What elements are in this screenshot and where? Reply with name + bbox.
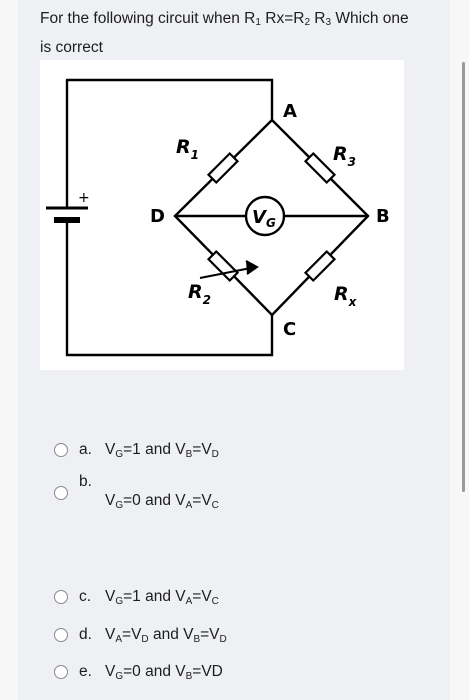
option-letter: e. xyxy=(79,663,92,680)
node-label-b: B xyxy=(376,206,390,227)
resistor-rx xyxy=(303,249,337,283)
svg-text:Rx: Rx xyxy=(334,283,358,309)
option-d[interactable]: d. VA=VD and VB=VD xyxy=(40,623,227,647)
radio-button-d[interactable] xyxy=(54,628,68,642)
scrollbar[interactable] xyxy=(462,62,465,492)
r2-label: R xyxy=(188,281,203,303)
option-a[interactable]: a. VG=1 and VB=VD xyxy=(40,438,219,462)
option-c[interactable]: c. VG=1 and VA=VC xyxy=(40,585,219,609)
radio-button-b[interactable] xyxy=(54,486,68,500)
circuit-figure: + VG A B C D R1 R3 R2 Rx xyxy=(40,60,404,370)
r2-subscript: 2 xyxy=(203,293,211,307)
option-b[interactable]: b. VG=0 and VA=VC xyxy=(40,473,219,511)
question-text: For the following circuit when R1 Rx=R2 … xyxy=(40,10,409,56)
r3-label: R xyxy=(333,143,348,165)
circuit-diagram: + VG A B C D R1 R3 R2 Rx xyxy=(46,78,390,357)
option-letter: d. xyxy=(79,626,92,643)
radio-button-e[interactable] xyxy=(54,665,68,679)
r1-subscript: 1 xyxy=(191,148,199,162)
node-label-a: A xyxy=(283,101,297,122)
radio-button-c[interactable] xyxy=(54,590,68,604)
galvanometer-circle xyxy=(244,195,286,237)
node-label-c: C xyxy=(283,319,296,340)
r3-subscript: 3 xyxy=(348,155,356,169)
svg-text:R1: R1 xyxy=(176,136,199,162)
meter-label: V xyxy=(252,207,268,228)
option-letter: c. xyxy=(79,588,92,605)
svg-text:R2: R2 xyxy=(188,281,211,307)
radio-button-a[interactable] xyxy=(54,443,68,457)
node-label-d: D xyxy=(150,206,165,227)
option-text: VG=1 and VB=VD xyxy=(105,440,219,460)
resistor-r1 xyxy=(206,151,240,185)
option-text: VG=0 and VB=VD xyxy=(105,662,223,682)
rx-subscript: x xyxy=(348,295,358,309)
option-letter: b. xyxy=(79,473,92,490)
resistor-r2-variable xyxy=(206,249,240,283)
svg-text:R3: R3 xyxy=(333,143,356,169)
option-letter: a. xyxy=(79,441,92,458)
battery-plus-sign: + xyxy=(78,190,90,206)
meter-subscript: G xyxy=(266,216,276,230)
svg-text:VG: VG xyxy=(252,207,276,230)
resistor-r3 xyxy=(303,151,337,185)
wire-left-bottom xyxy=(65,218,274,357)
option-text: VA=VD and VB=VD xyxy=(105,625,227,645)
option-text: VG=0 and VA=VC xyxy=(105,491,219,511)
wire-top xyxy=(65,78,274,122)
option-text: VG=1 and VA=VC xyxy=(105,587,219,607)
r1-label: R xyxy=(176,136,191,158)
variable-arrow-icon xyxy=(199,260,259,279)
rx-label: R xyxy=(334,283,349,305)
option-e[interactable]: e. VG=0 and VB=VD xyxy=(40,660,223,684)
